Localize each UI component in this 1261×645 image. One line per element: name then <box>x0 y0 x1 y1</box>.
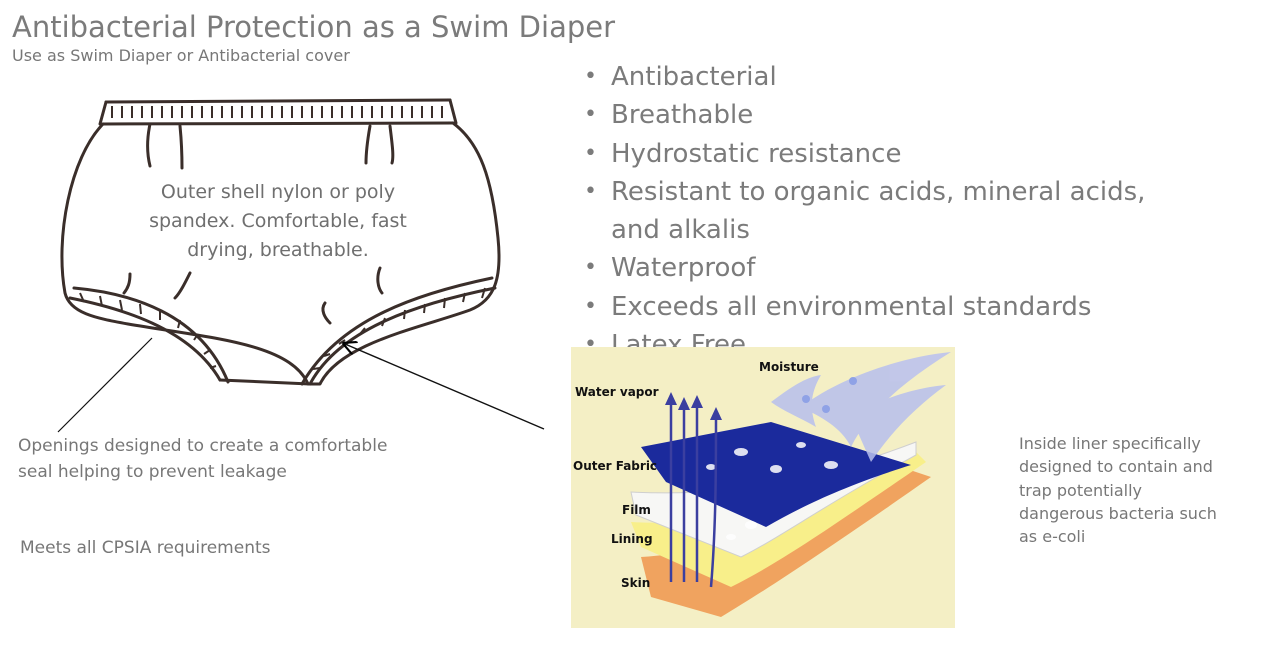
film-label: Film <box>622 503 651 517</box>
bullet-icon: • <box>584 64 597 89</box>
page-title: Antibacterial Protection as a Swim Diape… <box>12 10 616 44</box>
fabric-layers-diagram: Moisture Water vapor Outer Fabric Film L… <box>571 347 955 628</box>
feature-item: • Hydrostatic resistance <box>584 135 1224 173</box>
feature-text: Breathable <box>611 100 754 131</box>
lining-label: Lining <box>611 532 653 546</box>
feature-text: Resistant to organic acids, mineral acid… <box>611 176 1146 246</box>
feature-item: • Breathable <box>584 96 1224 134</box>
feature-list: • Antibacterial • Breathable • Hydrostatic … <box>584 58 1224 364</box>
feature-text: Hydrostatic resistance <box>611 138 902 169</box>
bullet-icon: • <box>584 102 597 128</box>
feature-item: • Resistant to organic acids, mineral aci… <box>584 173 1201 250</box>
outer-shell-description: Outer shell nylon or poly spandex. Comfo… <box>149 181 407 261</box>
feature-item: • Exceeds all environmental standards <box>584 288 1224 326</box>
diaper-illustration <box>60 98 501 386</box>
page-subtitle: Use as Swim Diaper or Antibacterial cove… <box>12 46 350 65</box>
water-vapor-label: Water vapor <box>575 385 659 399</box>
skin-label: Skin <box>621 576 650 590</box>
bullet-icon: • <box>584 293 597 319</box>
feature-item: • Waterproof <box>584 249 1224 287</box>
outer-fabric-label: Outer Fabric <box>573 459 657 473</box>
feature-item: • Antibacterial <box>584 58 1224 96</box>
bullet-icon: • <box>584 178 597 204</box>
openings-callout: Openings designed to create a comfortabl… <box>18 436 388 482</box>
moisture-label: Moisture <box>759 360 819 374</box>
feature-text: Antibacterial <box>611 62 777 92</box>
feature-text: Exceeds all environmental standards <box>611 291 1092 322</box>
cpsia-note: Meets all CPSIA requirements <box>20 538 271 558</box>
liner-callout: Inside liner specifically designed to co… <box>1019 434 1217 547</box>
bullet-icon: • <box>584 255 597 281</box>
feature-text: Waterproof <box>611 253 756 284</box>
bullet-icon: • <box>584 140 597 166</box>
